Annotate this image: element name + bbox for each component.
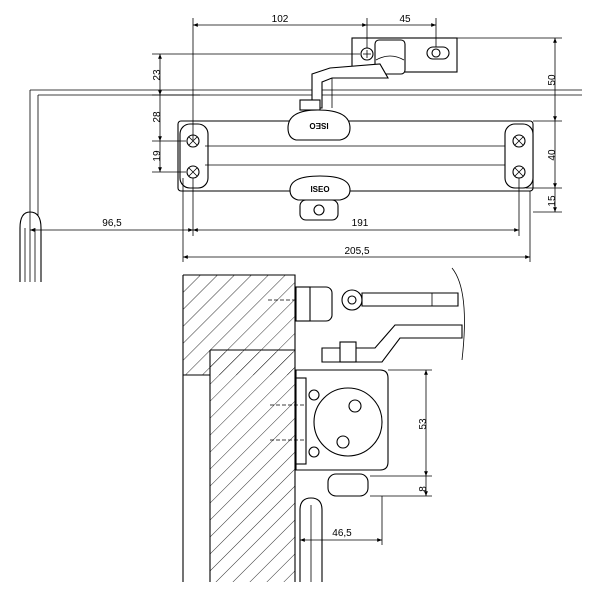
side-arm-upper — [268, 267, 465, 361]
dim-base-gap: 8 — [418, 486, 429, 492]
dim-body-height: 40 — [547, 149, 558, 161]
brand-label-bottom: ISEO — [310, 185, 329, 194]
dim-hole-offset: 19 — [152, 150, 163, 162]
top-view: ISEO ISEO 102 45 — [19, 14, 582, 282]
screw-bottom-left — [186, 165, 200, 179]
arm-linkage — [299, 63, 389, 111]
side-arm-lower — [321, 324, 463, 363]
side-view: 53 8 46,5 — [182, 267, 465, 582]
side-closer-body — [270, 369, 389, 497]
dim-bracket-width: 45 — [399, 14, 411, 25]
door-section — [209, 349, 296, 582]
top-view-dimensions: 102 45 23 28 19 50 40 1 — [29, 14, 562, 262]
brand-plate-top: ISEO — [287, 109, 351, 141]
dim-body-depth: 53 — [418, 418, 429, 430]
dim-overall-height: 50 — [547, 74, 558, 86]
dim-arm-reach: 96,5 — [102, 218, 122, 229]
screw-top-left — [186, 134, 200, 148]
dim-lower-offset: 15 — [547, 195, 558, 207]
dim-overall-length: 205,5 — [344, 246, 369, 257]
dim-bracket-offset: 28 — [152, 111, 163, 123]
screw-bottom-right — [512, 165, 526, 179]
dim-arm-height: 23 — [152, 69, 163, 81]
dim-door-offset: 46,5 — [332, 528, 352, 539]
side-door-leg — [299, 497, 323, 582]
dim-arm-span: 102 — [272, 14, 289, 25]
arm-bracket — [351, 37, 458, 75]
closer-body: ISEO ISEO — [177, 109, 534, 221]
frame-lines — [29, 89, 582, 215]
valve-cap — [299, 199, 339, 221]
brand-plate-bottom: ISEO — [289, 175, 351, 201]
screw-top-right — [512, 134, 526, 148]
side-view-dimensions: 53 8 46,5 — [300, 369, 432, 545]
door-leg — [19, 211, 42, 282]
brand-label-top: ISEO — [309, 121, 328, 130]
dim-hole-spacing: 191 — [352, 218, 369, 229]
